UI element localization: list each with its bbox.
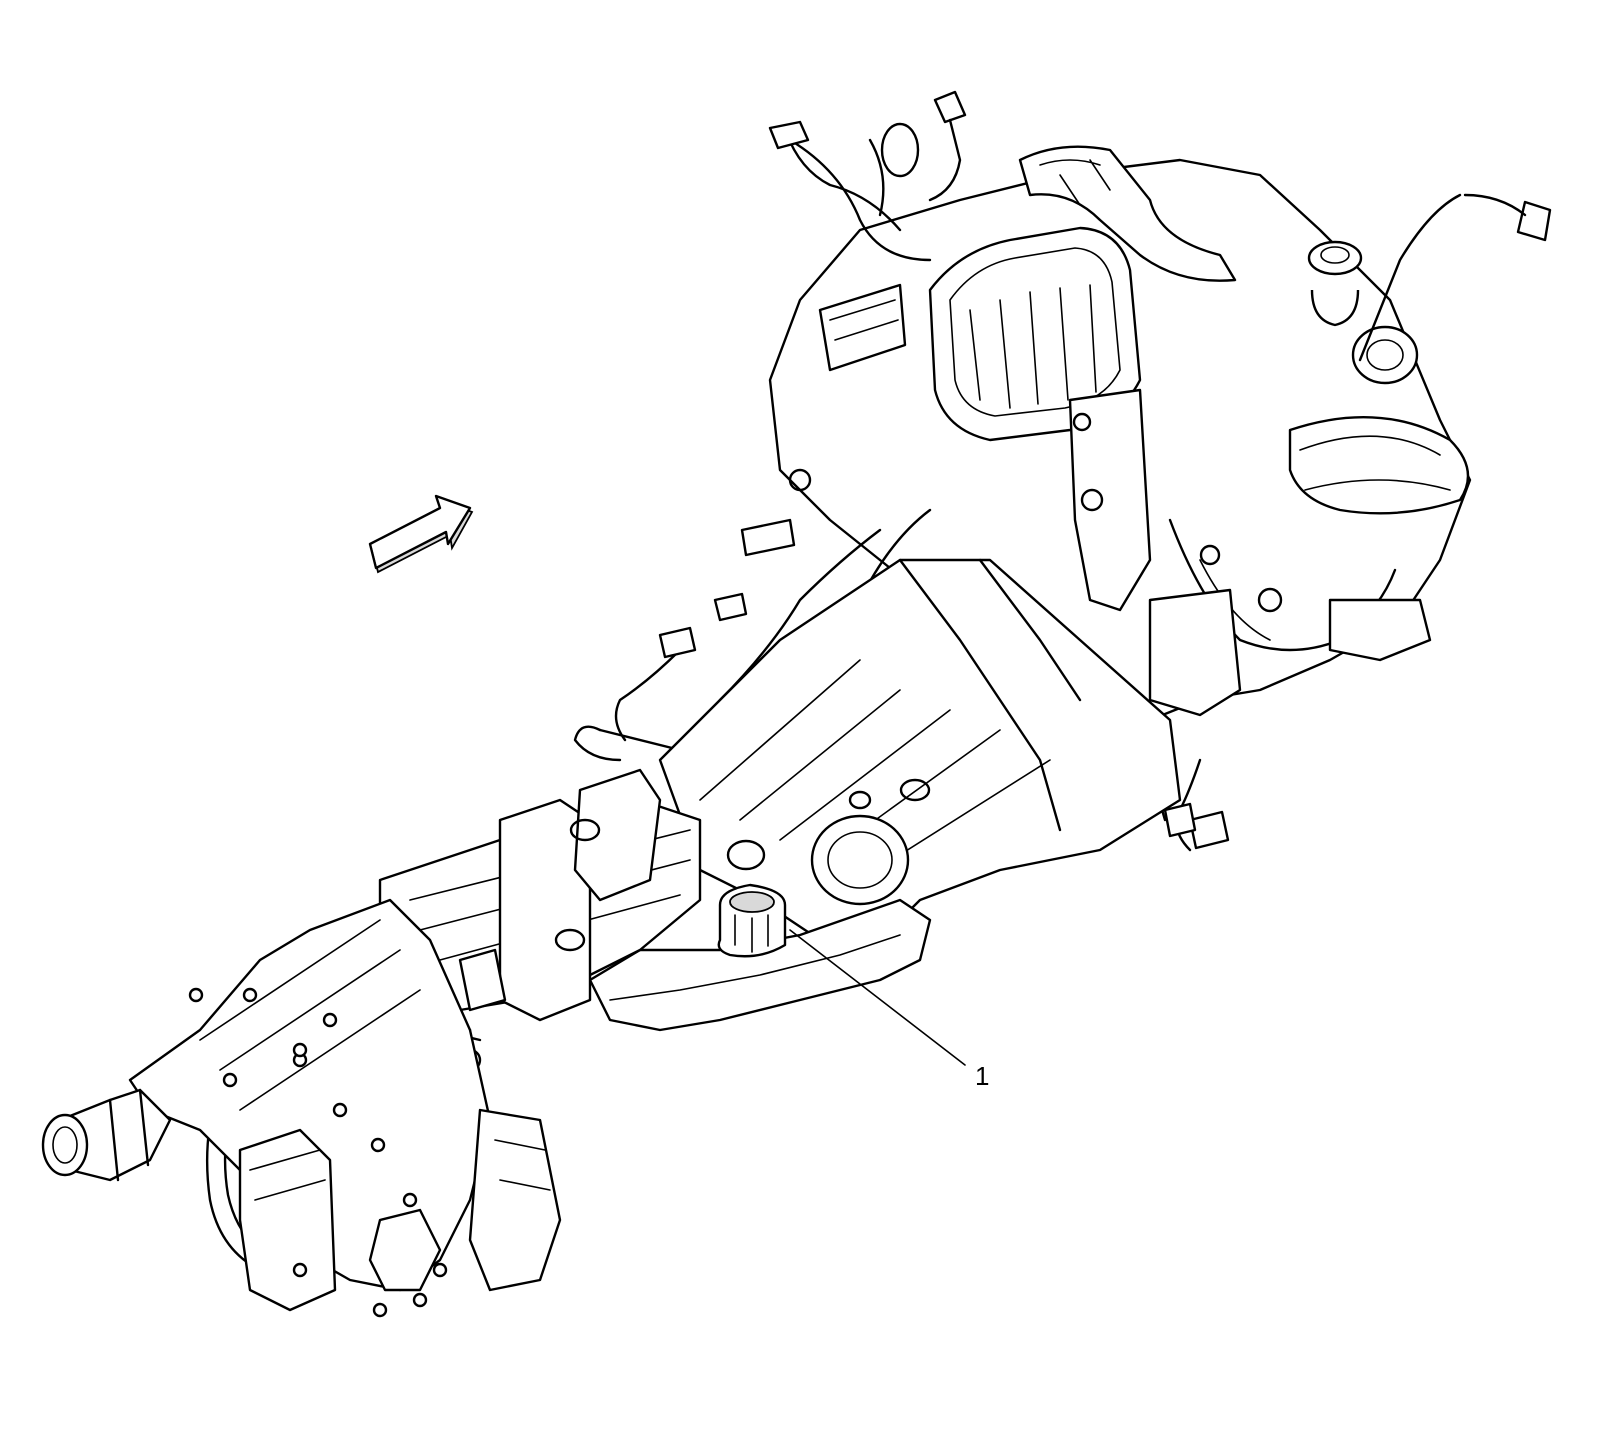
callout-label: 1	[975, 1061, 989, 1091]
callout-1: 1	[789, 929, 989, 1091]
transfer-case-assembly	[41, 898, 562, 1318]
transmission-assembly	[378, 558, 1182, 1072]
front-direction-arrow-icon	[368, 494, 474, 574]
